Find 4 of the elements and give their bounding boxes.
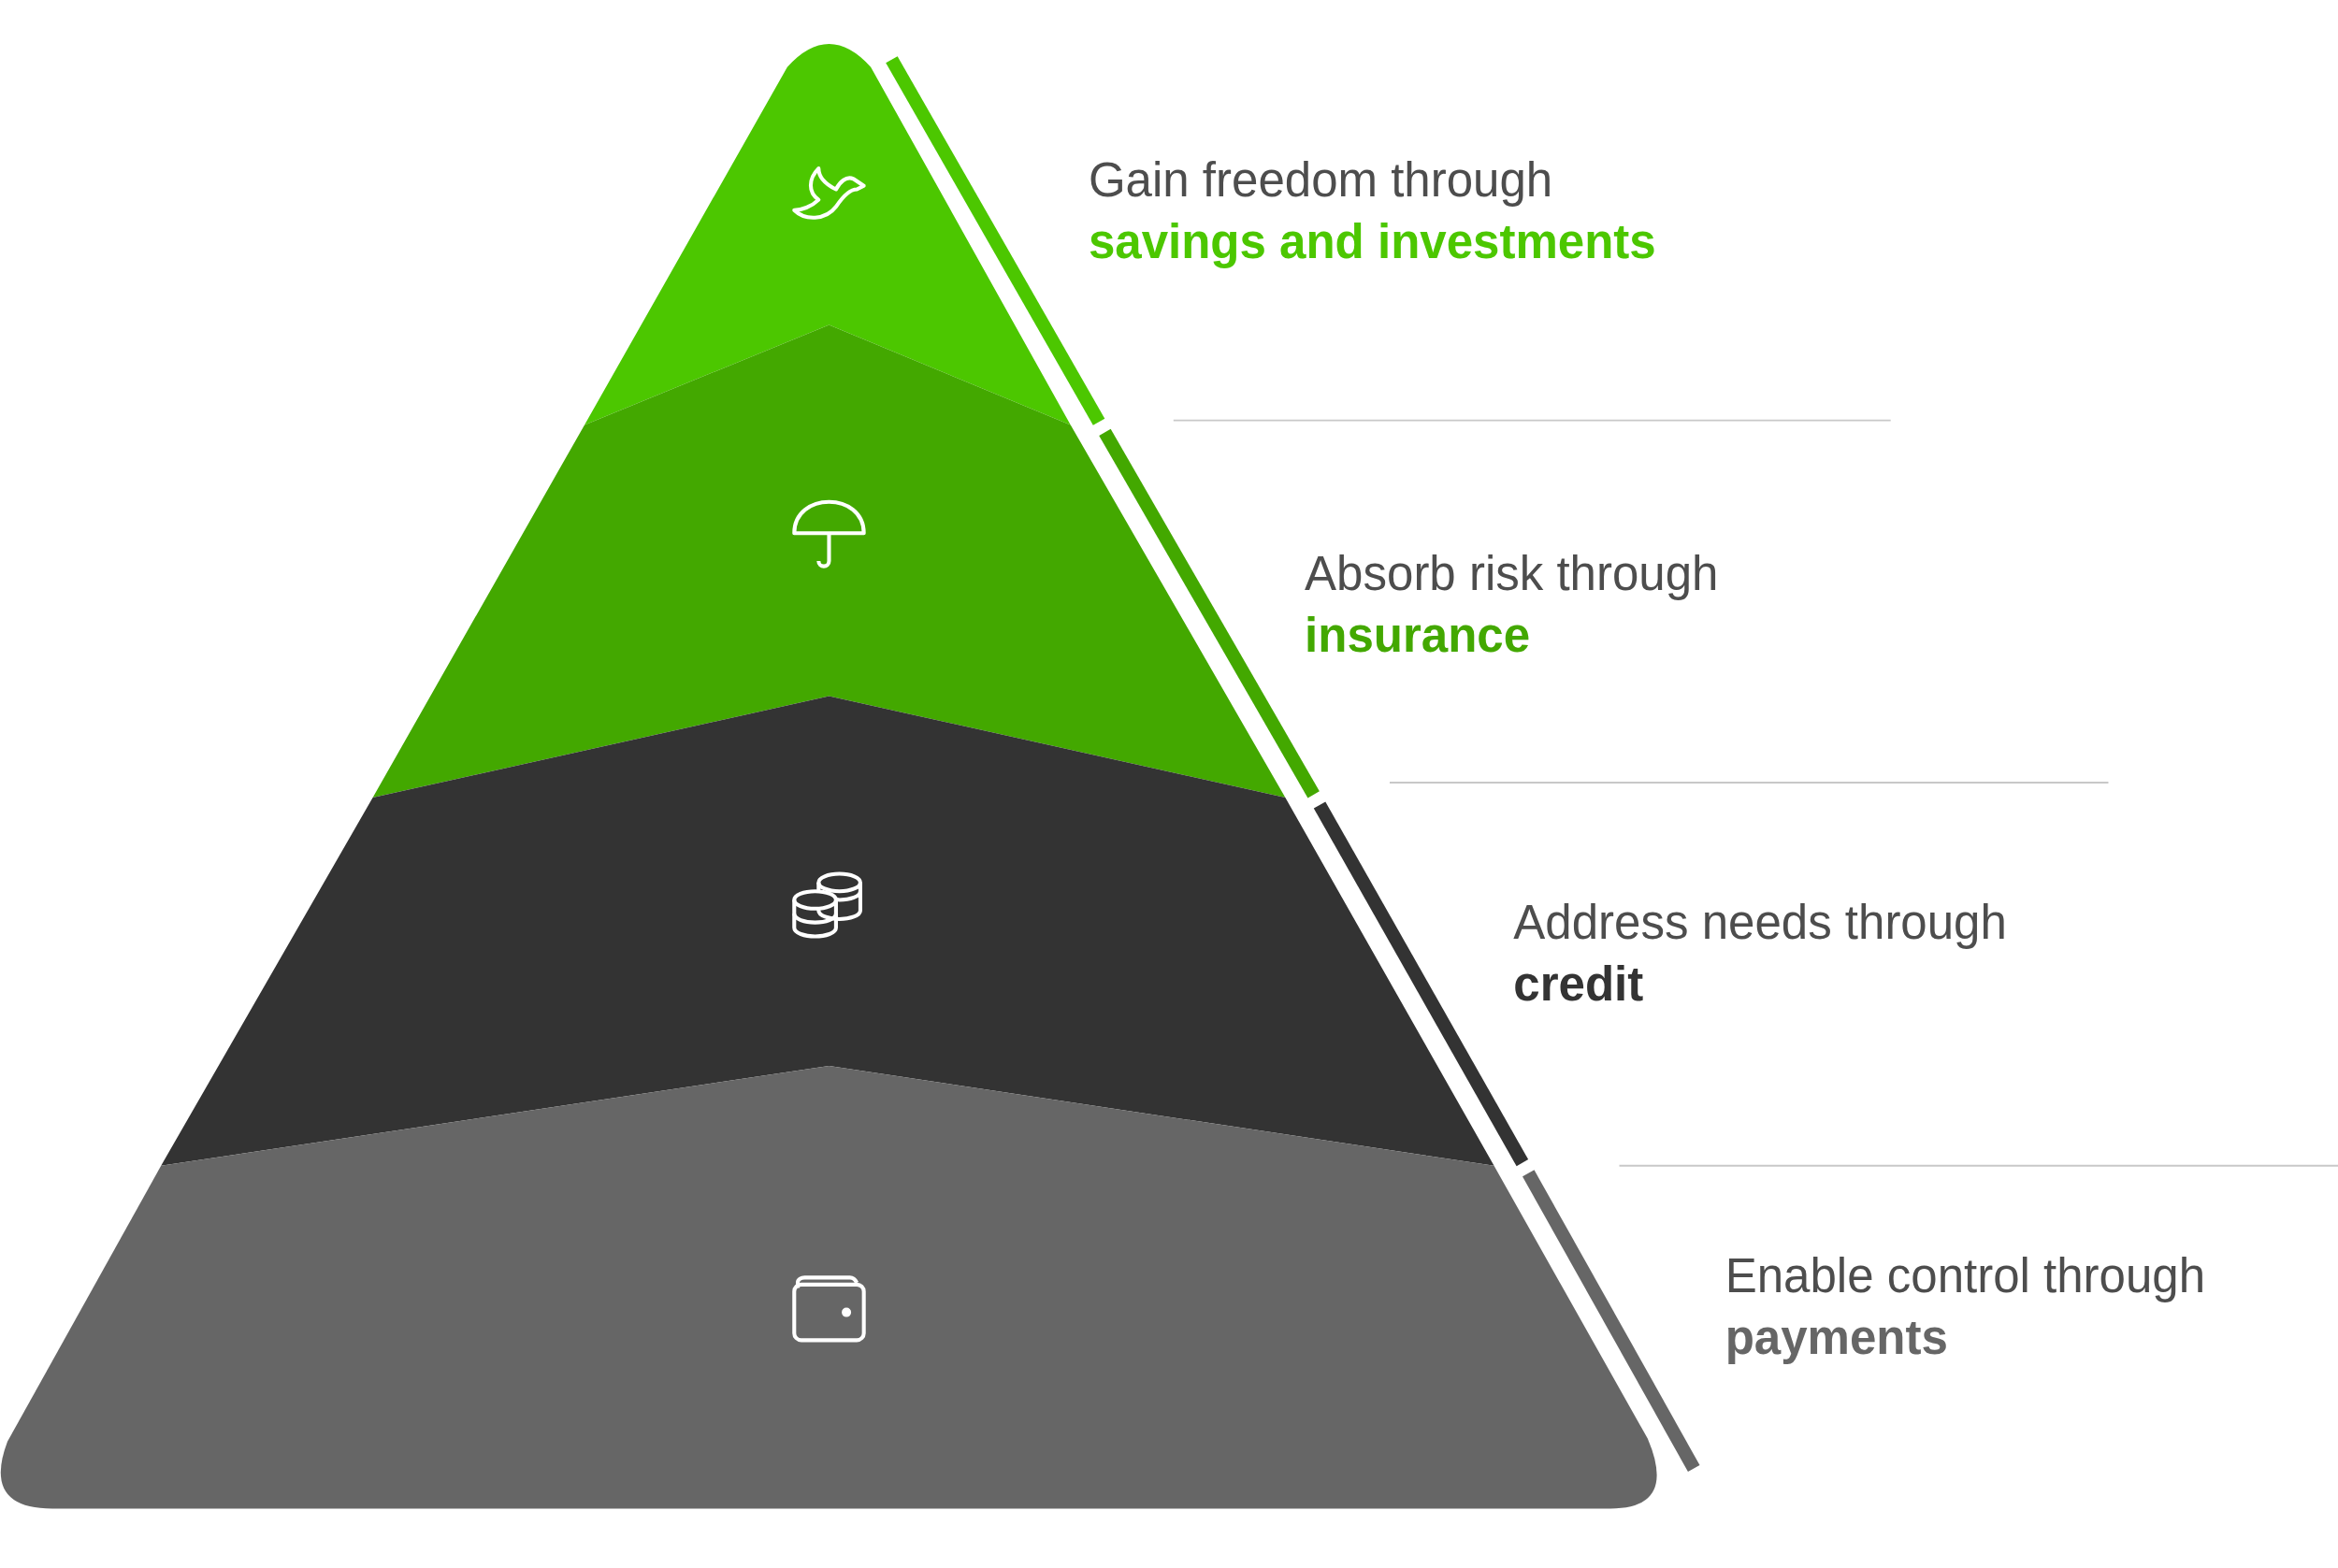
layer-caption: Address needs through credit — [1513, 895, 2007, 1013]
layer-caption: Absorb risk through insurance — [1305, 546, 1719, 664]
layer-caption: Gain freedom through savings and investments — [1088, 152, 1656, 270]
layer-caption: Enable control through payments — [1725, 1248, 2206, 1366]
